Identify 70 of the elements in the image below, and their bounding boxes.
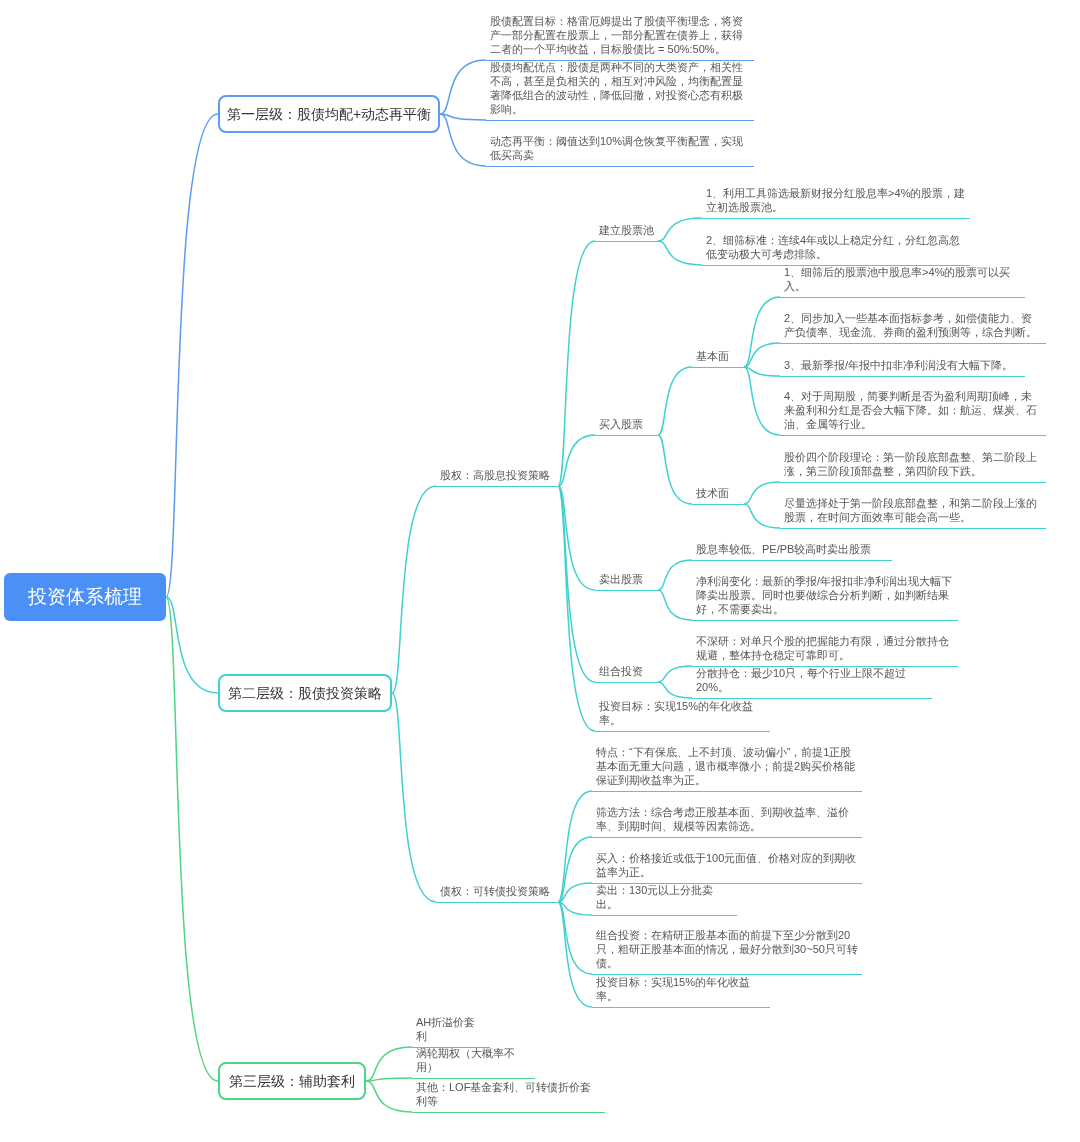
connector-line	[165, 596, 219, 694]
subtopic-text: 股价四个阶段理论：第一阶段底部盘整、第二阶段上涨，第三阶段顶部盘整，第四阶段下跌。	[780, 450, 1046, 483]
subtopic-text: 建立股票池	[595, 223, 658, 242]
branch-topic: 第二层级：股债投资策略	[218, 674, 392, 712]
subtopic-text: 股息率较低、PE/PB较高时卖出股票	[692, 542, 892, 561]
connector-line	[743, 366, 781, 377]
subtopic-text: 组合投资：在精研正股基本面的前提下至少分散到20只，粗研正股基本面的情况，最好分散到30~50只可转债。	[592, 928, 862, 975]
subtopic-text: 卖出股票	[595, 572, 658, 591]
branch-topic: 第一层级：股债均配+动态再平衡	[218, 95, 440, 133]
subtopic-text: 涡轮期权（大概率不用）	[412, 1046, 535, 1079]
connector-line	[657, 240, 703, 266]
connector-line	[743, 296, 781, 368]
connector-line	[557, 790, 593, 903]
connector-line	[657, 559, 693, 591]
subtopic-text: AH折溢价套利	[412, 1015, 490, 1048]
connector-line	[657, 434, 693, 505]
subtopic-text: 技术面	[692, 486, 744, 505]
subtopic-text: 2、细筛标准：连续4年或以上稳定分红，分红忽高忽低变动极大可考虑排除。	[702, 233, 970, 266]
connector-line	[391, 485, 437, 694]
connector-line	[657, 589, 693, 621]
connector-line	[557, 434, 596, 487]
subtopic-text: 其他：LOF基金套利、可转债折价套利等	[412, 1080, 605, 1113]
subtopic-text: 投资目标：实现15%的年化收益率。	[595, 699, 770, 732]
connector-line	[743, 481, 781, 505]
subtopic-text: 2、同步加入一些基本面指标参考，如偿债能力、资产负债率、现金流、券商的盈利预测等，综合判断。	[780, 311, 1046, 344]
subtopic-text: 股债配置目标：格雷厄姆提出了股债平衡理念，将资产一部分配置在股票上，一部分配置在债券上，获得二者的一个平均收益，目标股债比 = 50%:50%。	[486, 14, 754, 61]
subtopic-text: 不深研：对单只个股的把握能力有限，通过分散持仓规避，整体持仓稳定可靠即可。	[692, 634, 958, 667]
subtopic-text: 分散持仓：最少10只，每个行业上限不超过20%。	[692, 666, 932, 699]
connector-line	[657, 681, 693, 699]
connector-line	[743, 503, 781, 529]
connector-line	[557, 901, 593, 916]
subtopic-text: 尽量选择处于第一阶段底部盘整，和第二阶段上涨的股票，在时间方面效率可能会高一些。	[780, 496, 1046, 529]
connector-line	[365, 1080, 413, 1113]
subtopic-text: 投资目标：实现15%的年化收益率。	[592, 975, 770, 1008]
root-topic: 投资体系梳理	[4, 573, 166, 621]
connector-line	[391, 692, 437, 903]
connector-line	[657, 217, 703, 242]
subtopic-text: 1、利用工具筛选最新财报分红股息率>4%的股票，建立初选股票池。	[702, 186, 970, 219]
subtopic-text: 1、细筛后的股票池中股息率>4%的股票可以买入。	[780, 265, 1025, 298]
subtopic-text: 特点：“下有保底、上不封顶、波动偏小”，前提1正股基本面无重大问题，退市概率微小；前提2购买价格能保证到期收益率为正。	[592, 745, 862, 792]
connector-line	[439, 59, 487, 115]
connector-line	[557, 485, 596, 732]
connector-line	[657, 665, 693, 683]
connector-line	[657, 366, 693, 436]
subtopic-text: 3、最新季报/年报中扣非净利润没有大幅下降。	[780, 358, 1025, 377]
connector-line	[557, 882, 593, 903]
subtopic-text: 动态再平衡：阈值达到10%调仓恢复平衡配置，实现低买高卖	[486, 134, 754, 167]
connector-line	[439, 113, 487, 167]
subtopic-text: 组合投资	[595, 664, 658, 683]
branch-topic: 第三层级：辅助套利	[218, 1062, 366, 1100]
connector-line	[743, 366, 781, 436]
subtopic-text: 买入股票	[595, 417, 658, 436]
connector-line	[557, 901, 593, 1008]
subtopic-text: 股债均配优点：股债是两种不同的大类资产，相关性不高，甚至是负相关的，相互对冲风险，均衡配置显著降低组合的波动性，降低回撤，对投资心态有积极影响。	[486, 60, 754, 121]
connector-line	[557, 240, 596, 487]
subtopic-text: 净利润变化：最新的季报/年报扣非净利润出现大幅下降卖出股票。同时也要做综合分析判断，如判断结果好，不需要卖出。	[692, 574, 958, 621]
subtopic-text: 基本面	[692, 349, 744, 368]
connector-line	[557, 485, 596, 683]
subtopic-text: 4、对于周期股，简要判断是否为盈利周期顶峰，未来盈利和分红是否会大幅下降。如：航运、煤炭、石油、金属等行业。	[780, 389, 1046, 436]
connector-line	[439, 113, 487, 121]
connector-line	[557, 485, 596, 591]
connector-line	[743, 342, 781, 368]
subtopic-text: 卖出：130元以上分批卖出。	[592, 883, 737, 916]
subtopic-text: 债权：可转债投资策略	[436, 884, 558, 903]
subtopic-text: 股权：高股息投资策略	[436, 468, 558, 487]
connector-line	[165, 596, 219, 1082]
subtopic-text: 买入：价格接近或低于100元面值、价格对应的到期收益率为正。	[592, 851, 862, 884]
connector-line	[165, 113, 219, 598]
connector-line	[557, 836, 593, 903]
subtopic-text: 筛选方法：综合考虑正股基本面、到期收益率、溢价率、到期时间、规模等因素筛选。	[592, 805, 862, 838]
